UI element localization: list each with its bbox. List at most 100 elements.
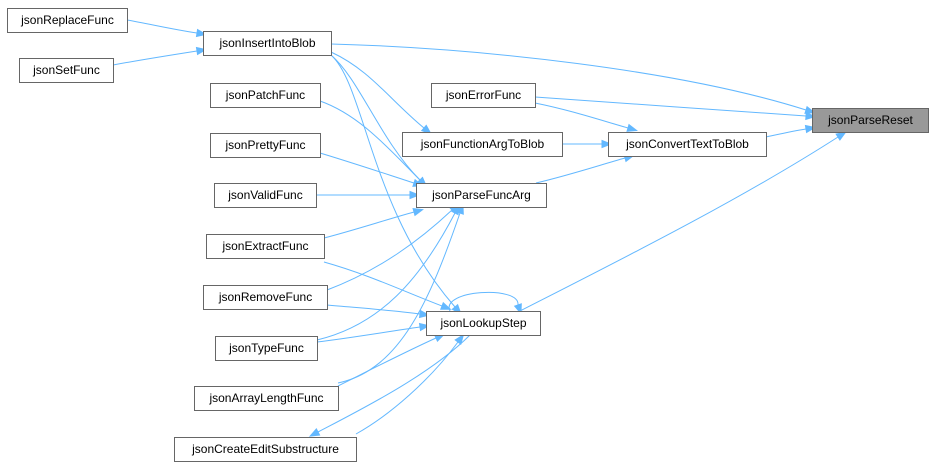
node-label: jsonArrayLengthFunc	[208, 391, 323, 405]
edge-jsonLookupStep-to-jsonCreateEditSubstructure-line	[317, 334, 471, 433]
edge-jsonCreateEditSubstructure-to-jsonLookupStep-arrowhead	[454, 333, 465, 345]
edge-jsonArrayLengthFunc-to-jsonLookupStep	[337, 333, 446, 387]
edge-jsonFunctionArgToBlob-to-jsonConvertTextToBlob	[562, 139, 613, 149]
node-box	[206, 234, 325, 259]
edge-jsonInsertIntoBlob-to-jsonFunctionArgToBlob	[330, 51, 432, 135]
node-jsonFunctionArgToBlob[interactable]: jsonFunctionArgToBlob	[402, 132, 563, 157]
edge-jsonValidFunc-to-jsonParseFuncArg-arrowhead	[409, 190, 421, 200]
edge-jsonCreateEditSubstructure-to-jsonLookupStep	[355, 333, 465, 435]
edge-jsonInsertIntoBlob-to-jsonParseFuncArg-line	[330, 54, 421, 181]
edge-jsonParseFuncArg-to-jsonConvertTextToBlob-line	[535, 157, 626, 184]
node-label: jsonParseReset	[827, 113, 913, 127]
edge-jsonErrorFunc-to-jsonConvertTextToBlob-line	[534, 102, 629, 129]
node-jsonReplaceFunc[interactable]: jsonReplaceFunc	[7, 8, 128, 33]
node-jsonSetFunc[interactable]: jsonSetFunc	[19, 58, 114, 83]
edge-jsonArrayLengthFunc-to-jsonLookupStep-line	[337, 337, 437, 387]
edge-jsonRemoveFunc-to-jsonLookupStep-line	[326, 304, 421, 315]
node-label: jsonPatchFunc	[225, 88, 305, 102]
edges-layer	[112, 19, 847, 437]
edge-jsonPatchFunc-to-jsonParseFuncArg-line	[319, 100, 421, 181]
edge-jsonErrorFunc-to-jsonParseReset-line	[534, 96, 807, 117]
edge-jsonFunctionArgToBlob-to-jsonConvertTextToBlob-arrowhead	[601, 139, 613, 149]
node-label: jsonParseFuncArg	[431, 188, 531, 202]
edge-jsonTypeFunc-to-jsonLookupStep-line	[316, 326, 421, 343]
node-box	[214, 183, 317, 208]
node-box	[210, 133, 321, 158]
node-jsonPatchFunc[interactable]: jsonPatchFunc	[210, 83, 321, 108]
edge-jsonErrorFunc-to-jsonParseReset-arrowhead	[805, 111, 817, 121]
node-jsonErrorFunc[interactable]: jsonErrorFunc	[431, 83, 536, 108]
node-box	[402, 132, 563, 157]
edge-jsonExtractFunc-to-jsonParseFuncArg-arrowhead	[412, 208, 424, 217]
edge-jsonLookupStep-to-jsonCreateEditSubstructure	[308, 334, 471, 437]
node-jsonConvertTextToBlob[interactable]: jsonConvertTextToBlob	[608, 132, 767, 157]
node-box	[608, 132, 767, 157]
edge-jsonErrorFunc-to-jsonConvertTextToBlob-arrowhead	[626, 123, 638, 132]
node-label: jsonFunctionArgToBlob	[420, 137, 545, 151]
edge-jsonReplaceFunc-to-jsonInsertIntoBlob-line	[126, 19, 198, 34]
edge-jsonLookupStep-to-jsonParseReset-arrowhead	[835, 131, 847, 141]
node-label: jsonCreateEditSubstructure	[191, 442, 339, 456]
edge-jsonInsertIntoBlob-to-jsonParseReset-line	[330, 43, 807, 111]
node-label: jsonConvertTextToBlob	[625, 137, 749, 151]
node-box	[203, 31, 332, 56]
edge-jsonRemoveFunc-to-jsonParseFuncArg	[326, 202, 460, 291]
edge-jsonRemoveFunc-to-jsonLookupStep-arrowhead	[418, 309, 431, 319]
node-label: jsonPrettyFunc	[224, 138, 305, 152]
edge-jsonInsertIntoBlob-to-jsonFunctionArgToBlob-line	[330, 51, 425, 129]
edge-jsonLookupStep-to-jsonParseReset-line	[519, 136, 839, 312]
node-jsonArrayLengthFunc[interactable]: jsonArrayLengthFunc	[194, 386, 339, 411]
node-label: jsonExtractFunc	[221, 239, 308, 253]
edge-jsonExtractFunc-to-jsonParseFuncArg	[323, 208, 424, 239]
node-jsonParseReset[interactable]: jsonParseReset	[812, 108, 929, 133]
edge-jsonLookupStep-to-jsonCreateEditSubstructure-arrowhead	[308, 428, 321, 437]
edge-jsonPrettyFunc-to-jsonParseFuncArg-line	[319, 152, 415, 184]
node-box	[19, 58, 114, 83]
edge-jsonExtractFunc-to-jsonParseFuncArg-line	[323, 211, 415, 239]
edge-jsonErrorFunc-to-jsonParseReset	[534, 96, 817, 121]
node-box	[210, 83, 321, 108]
node-box	[7, 8, 128, 33]
node-jsonRemoveFunc[interactable]: jsonRemoveFunc	[203, 285, 328, 310]
node-jsonPrettyFunc[interactable]: jsonPrettyFunc	[210, 133, 321, 158]
node-label: jsonLookupStep	[439, 316, 526, 330]
edge-jsonLookupStep-to-jsonParseReset	[519, 131, 847, 312]
edge-jsonExtractFunc-to-jsonLookupStep	[323, 261, 452, 310]
edge-jsonTypeFunc-to-jsonParseFuncArg-line	[316, 212, 456, 341]
node-box	[194, 386, 339, 411]
edge-jsonSetFunc-to-jsonInsertIntoBlob-line	[112, 50, 198, 66]
nodes-layer: jsonReplaceFunc jsonInsertIntoBlob jsonSet…	[7, 8, 929, 462]
edge-jsonLookupStep-to-jsonLookupStep-line	[448, 291, 519, 312]
edge-jsonValidFunc-to-jsonParseFuncArg	[316, 190, 421, 200]
edge-jsonExtractFunc-to-jsonLookupStep-line	[323, 261, 443, 307]
edge-jsonLookupStep-to-jsonLookupStep	[448, 291, 522, 315]
node-box	[215, 336, 318, 361]
edge-jsonReplaceFunc-to-jsonInsertIntoBlob	[126, 19, 208, 38]
edge-jsonPrettyFunc-to-jsonParseFuncArg	[319, 152, 424, 187]
edge-jsonExtractFunc-to-jsonLookupStep-arrowhead	[440, 301, 452, 310]
node-label: jsonSetFunc	[32, 63, 100, 77]
node-jsonParseFuncArg[interactable]: jsonParseFuncArg	[416, 183, 547, 208]
edge-jsonConvertTextToBlob-to-jsonParseReset-line	[765, 128, 807, 138]
edge-jsonParseFuncArg-to-jsonConvertTextToBlob	[535, 154, 635, 184]
node-jsonInsertIntoBlob[interactable]: jsonInsertIntoBlob	[203, 31, 332, 56]
node-box	[174, 437, 357, 462]
node-label: jsonRemoveFunc	[218, 290, 312, 304]
node-jsonValidFunc[interactable]: jsonValidFunc	[214, 183, 317, 208]
node-jsonTypeFunc[interactable]: jsonTypeFunc	[215, 336, 318, 361]
node-jsonCreateEditSubstructure[interactable]: jsonCreateEditSubstructure	[174, 437, 357, 462]
node-label: jsonErrorFunc	[445, 88, 521, 102]
edge-jsonRemoveFunc-to-jsonLookupStep	[326, 304, 431, 319]
node-box	[812, 108, 929, 133]
node-box	[431, 83, 536, 108]
node-box	[416, 183, 547, 208]
node-jsonLookupStep[interactable]: jsonLookupStep	[426, 311, 541, 336]
node-box	[426, 311, 541, 336]
node-label: jsonInsertIntoBlob	[218, 36, 315, 50]
edge-jsonSetFunc-to-jsonInsertIntoBlob	[112, 46, 208, 66]
edge-jsonInsertIntoBlob-to-jsonParseReset	[330, 43, 816, 114]
node-box	[203, 285, 328, 310]
node-label: jsonReplaceFunc	[20, 13, 114, 27]
node-jsonExtractFunc[interactable]: jsonExtractFunc	[206, 234, 325, 259]
